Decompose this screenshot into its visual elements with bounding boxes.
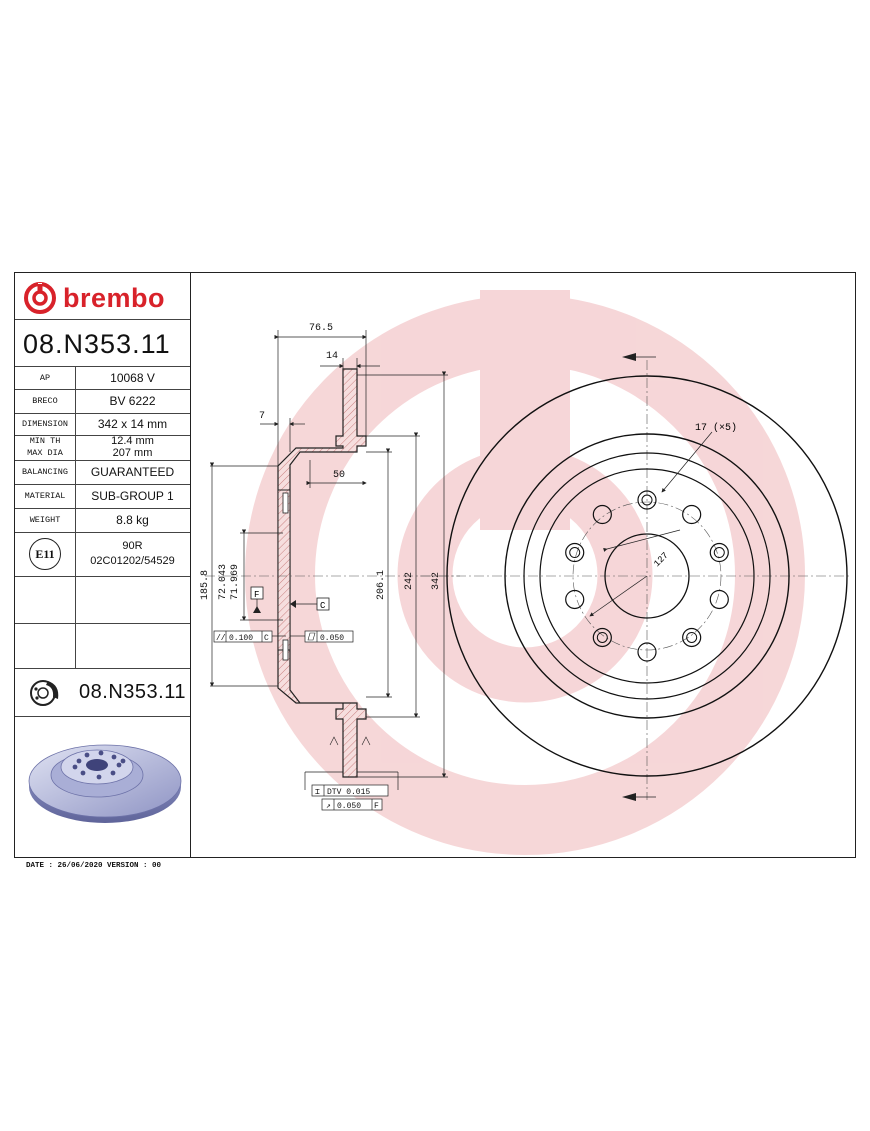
spec-value: 10068 V xyxy=(110,370,155,385)
dtv-icon: ⌶ xyxy=(315,788,320,797)
dim-7: 7 xyxy=(259,411,265,422)
spec-label: MATERIAL xyxy=(24,491,66,501)
e11-badge: E11 xyxy=(29,538,61,570)
bolt-hole xyxy=(637,490,657,510)
datum-f: F xyxy=(250,586,264,613)
spec-label: AP xyxy=(39,372,51,383)
spec-row-dimension: DIMENSION 342 x 14 mm xyxy=(15,413,190,435)
spec-label: MIN TH xyxy=(29,436,61,446)
disc-3d-render xyxy=(28,744,182,823)
bolt-holes xyxy=(565,490,729,662)
bolt-hole xyxy=(592,504,612,525)
e11-badge-text: E11 xyxy=(35,546,55,561)
spec-label: DIMENSION xyxy=(22,419,68,429)
spec-label: BRECO xyxy=(32,396,58,406)
bolt-hole xyxy=(592,627,612,648)
bolt-hole xyxy=(637,642,657,662)
bolt-hole-inner xyxy=(641,494,653,506)
dim-76-5: 76.5 xyxy=(309,323,333,334)
runout-icon: ↗ xyxy=(326,802,331,811)
dim-185-8: 185.8 xyxy=(200,570,211,600)
brand-logo: brembo xyxy=(23,281,165,315)
spec-label: MAX DIA xyxy=(27,448,63,458)
spec-row-ap: AP 10068 V xyxy=(15,366,190,389)
tol-runout: 0.050 xyxy=(337,802,361,811)
homologation-code: 90R xyxy=(122,540,143,552)
bolt-hole-inner xyxy=(713,547,725,559)
bolt-hole xyxy=(682,627,702,648)
spec-value: SUB-GROUP 1 xyxy=(91,489,174,503)
datum-c: C xyxy=(290,597,330,611)
bolt-hole-inner xyxy=(569,547,581,559)
spec-row-material: MATERIAL SUB-GROUP 1 xyxy=(15,484,190,508)
spec-value: 8.8 kg xyxy=(116,513,149,527)
bolt-hole xyxy=(565,542,585,563)
bolt-hole xyxy=(565,589,585,610)
brand-name: brembo xyxy=(63,282,166,313)
tol-parallel-ref: C xyxy=(264,634,269,643)
tol-runout-ref: F xyxy=(374,802,379,811)
brake-disc-caliper-icon xyxy=(30,680,59,706)
tol-flat: 0.050 xyxy=(320,634,344,643)
spec-value: GUARANTEED xyxy=(90,465,175,479)
bolt-hole xyxy=(709,542,729,563)
part-number-bottom-row: 08.N353.11 xyxy=(15,668,190,716)
spec-value: 12.4 mm xyxy=(111,435,154,447)
part-number-bottom: 08.N353.11 xyxy=(79,680,186,703)
tol-dtv: DTV 0.015 xyxy=(327,788,370,797)
dim-71-969: 71.969 xyxy=(230,564,241,600)
spec-row-weight: WEIGHT 8.8 kg xyxy=(15,508,190,532)
bolt-hole xyxy=(682,504,702,525)
spec-label: BALANCING xyxy=(22,467,68,477)
bolt-hole-inner xyxy=(596,631,608,643)
section-labels: 76.5 14 7 50 185.8 72.043 71.969 206.1 2… xyxy=(200,323,442,600)
spec-value: 207 mm xyxy=(112,447,153,459)
bolt-hole xyxy=(709,589,729,610)
flatness-icon xyxy=(307,632,316,641)
dim-14: 14 xyxy=(326,351,338,362)
tolerance-frames: // 0.100 C 0.050 ⌶ DTV 0.015 ↗ 0.050 F xyxy=(213,630,399,811)
homologation-row: E11 90R 02C01202/54529 xyxy=(15,532,190,576)
dim-72-043: 72.043 xyxy=(218,564,229,600)
surface-finish-marks xyxy=(329,736,371,746)
bolt-hole-inner xyxy=(686,631,698,643)
dim-holes: 17 (×5) xyxy=(695,422,737,434)
footer-date-version: DATE : 26/06/2020 VERSION : 00 xyxy=(26,862,162,870)
brembo-logo-icon xyxy=(24,282,56,314)
tol-parallel: 0.100 xyxy=(229,634,253,643)
datum-f-label: F xyxy=(254,590,259,600)
datum-c-label: C xyxy=(320,601,326,611)
technical-drawing: 76.5 14 7 50 185.8 72.043 71.969 206.1 2… xyxy=(200,290,850,855)
dim-342: 342 xyxy=(431,572,442,590)
info-panel: brembo 08.N353.11 AP 10068 V BRECO BV 62… xyxy=(15,273,191,857)
homologation-number: 02C01202/54529 xyxy=(90,555,175,567)
parallel-icon: // xyxy=(216,634,226,643)
dim-242: 242 xyxy=(404,572,415,590)
spec-value: BV 6222 xyxy=(109,394,156,408)
center-bore xyxy=(604,533,690,619)
drawing-sheet: brembo 08.N353.11 AP 10068 V BRECO BV 62… xyxy=(14,272,856,858)
spec-value: 342 x 14 mm xyxy=(97,417,168,431)
dim-50: 50 xyxy=(333,470,345,481)
spec-row-breco: BRECO BV 6222 xyxy=(15,389,190,413)
dim-206-1: 206.1 xyxy=(376,570,387,600)
spec-row-balancing: BALANCING GUARANTEED xyxy=(15,460,190,484)
spec-row-minth-maxdia: MIN TH 12.4 mm MAX DIA 207 mm xyxy=(15,435,190,460)
dim-127: 127 xyxy=(652,551,671,570)
part-number: 08.N353.11 xyxy=(23,329,171,359)
spec-label: WEIGHT xyxy=(29,515,61,525)
outer-rim xyxy=(446,375,848,777)
